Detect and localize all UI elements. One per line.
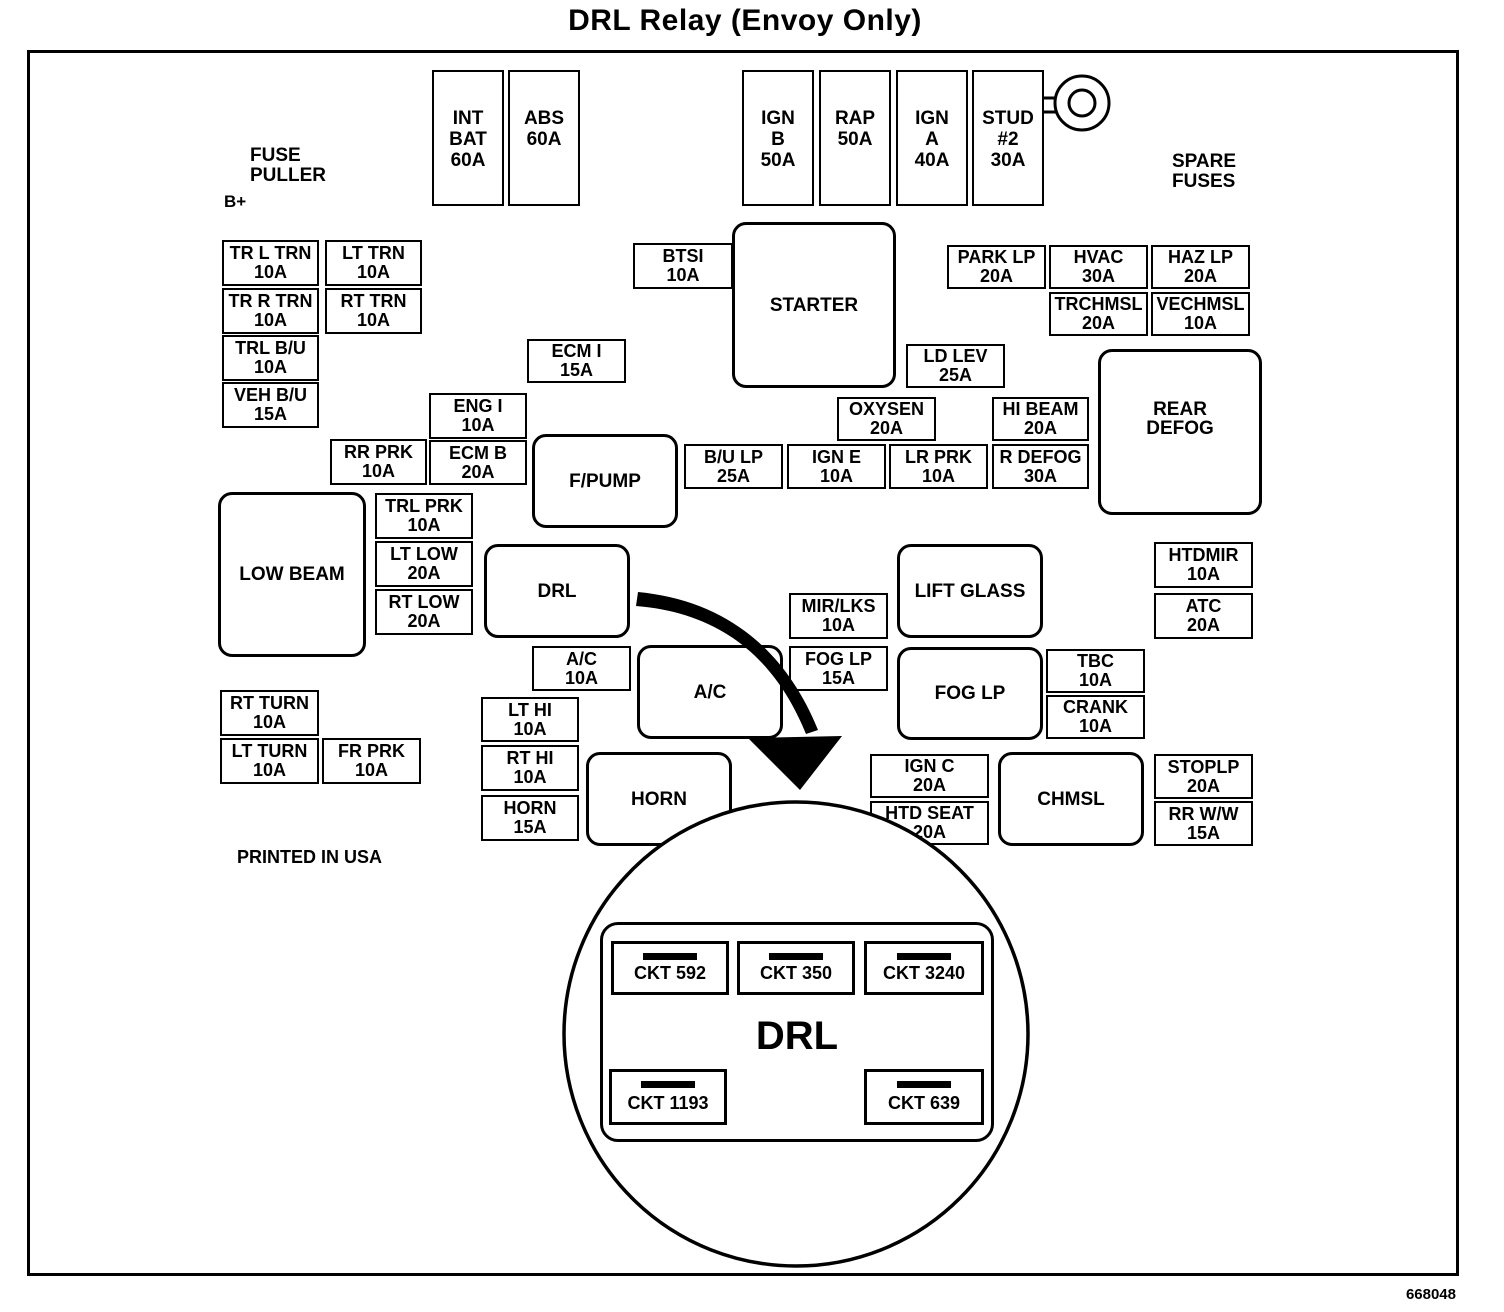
terminal-blade-icon: [643, 953, 697, 960]
spare-fuses-label: SPARE FUSES: [1172, 151, 1237, 192]
relay-chmsl: CHMSL: [998, 752, 1144, 846]
terminal-blade-icon: [897, 953, 951, 960]
terminal-blade-icon: [641, 1081, 695, 1088]
drl-relay-detail-label: DRL: [755, 1014, 839, 1058]
b-plus-label: B+: [224, 192, 247, 211]
diagram-title: DRL Relay (Envoy Only): [568, 4, 922, 37]
relay-fog-lp: FOG LP: [897, 647, 1043, 740]
relay-horn: HORN: [586, 752, 732, 846]
relay-starter: STARTER: [732, 222, 896, 388]
relay-a-c: A/C: [637, 645, 783, 739]
relay-f-pump: F/PUMP: [532, 434, 678, 528]
battery-stud-terminal: [1044, 74, 1111, 132]
terminal-ckt-639: CKT 639: [864, 1069, 984, 1125]
relay-lift-glass: LIFT GLASS: [897, 544, 1043, 638]
terminal-ckt-1193: CKT 1193: [609, 1069, 727, 1125]
fuse-puller-label: FUSE PULLER: [250, 145, 326, 186]
terminal-blade-icon: [769, 953, 823, 960]
relay-drl: DRL: [484, 544, 630, 638]
terminal-ckt-350: CKT 350: [737, 941, 855, 995]
terminal-blade-icon: [897, 1081, 951, 1088]
printed-in-usa-label: PRINTED IN USA: [237, 847, 383, 867]
terminal-ckt-592: CKT 592: [611, 941, 729, 995]
callout-arrow: [636, 592, 842, 790]
terminal-ckt-3240: CKT 3240: [864, 941, 984, 995]
relay-low-beam: LOW BEAM: [218, 492, 366, 657]
figure-number: 668048: [1405, 1286, 1456, 1303]
fuse-block-outline: [27, 50, 1459, 1276]
